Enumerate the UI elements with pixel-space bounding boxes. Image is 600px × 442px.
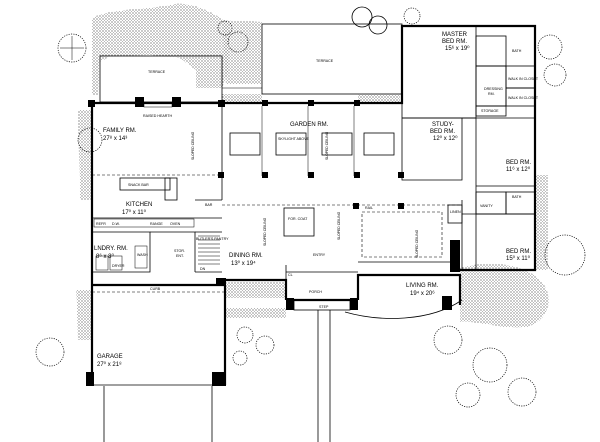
label-walk-in-closet-2: WALK IN CLOSET xyxy=(508,96,539,100)
label-bath-master: BATH xyxy=(512,49,522,53)
label-for-coat: FOR. COAT xyxy=(288,217,308,221)
label-cl: CL xyxy=(288,273,293,277)
note-sloped-living: SLOPED CEILING xyxy=(415,229,419,258)
label-garden-rm: GARDEN RM. xyxy=(290,122,329,128)
note-sloped-garden: SLOPED CEILING xyxy=(325,131,329,160)
label-oven: OVEN xyxy=(170,222,181,226)
sloped-ceiling-notes: SLOPED CEILING SLOPED CEILING SLOPED CEI… xyxy=(191,131,419,258)
label-living: LIVING RM. xyxy=(406,283,439,289)
label-raised-hearth: RAISED HEARTH xyxy=(143,114,172,118)
label-kitchen-size: 17⁰ x 11⁰ xyxy=(122,209,147,216)
label-family-size: 27⁸ x 14³ xyxy=(103,135,127,142)
label-dining-size: 13⁰ x 19⁴ xyxy=(231,260,256,267)
label-study: STUDY- xyxy=(432,122,454,128)
label-refr: REFR xyxy=(96,222,106,226)
label-entry: ENTRY xyxy=(313,253,326,257)
label-laundry-size: 8⁶ x 8⁰ xyxy=(96,253,114,260)
label-study-2: BED RM. xyxy=(430,129,455,135)
label-butlers-pantry: BUTLER'S PANTRY xyxy=(196,237,229,241)
label-terrace-right: TERRACE xyxy=(316,59,334,63)
label-bed3-size: 15⁰ x 11⁰ xyxy=(506,255,531,262)
room-labels: TERRACE TERRACE RAISED HEARTH FAMILY RM.… xyxy=(94,32,539,368)
label-stor: STOR. xyxy=(174,249,185,253)
label-rail: RAIL xyxy=(365,206,373,210)
label-dining: DINING RM. xyxy=(229,253,263,259)
interior-walls xyxy=(92,26,536,442)
label-wash: WASH xyxy=(137,253,148,257)
label-kitchen: KITCHEN xyxy=(126,202,152,208)
label-living-size: 19⁴ x 20⁶ xyxy=(410,290,435,297)
label-porch: PORCH xyxy=(309,290,322,294)
columns xyxy=(86,100,460,386)
label-dn: DN xyxy=(200,267,206,271)
label-skylight: SKYLIGHT ABOVE xyxy=(278,137,309,141)
stair-treads xyxy=(198,235,220,265)
label-snack-bar: SNACK BAR xyxy=(128,183,149,187)
label-dressing-2: RM. xyxy=(488,92,495,96)
label-master-size: 15⁶ x 19⁰ xyxy=(445,45,470,52)
label-study-size: 12⁰ x 12⁰ xyxy=(433,135,458,142)
label-bath2: BATH xyxy=(512,195,522,199)
label-bed2: BED RM. xyxy=(506,160,531,166)
label-garage: GARAGE xyxy=(97,354,123,360)
label-laundry: LNDRY. RM. xyxy=(94,246,128,252)
label-bed3: BED RM. xyxy=(506,249,531,255)
label-dressing: DRESSING xyxy=(484,87,503,91)
landscaping xyxy=(35,3,586,408)
label-step: STEP xyxy=(319,305,329,309)
label-linen: LINEN xyxy=(450,210,461,214)
label-dw: D.W. xyxy=(112,222,120,226)
label-master-2: BED RM. xyxy=(442,39,467,45)
note-sloped-entry: SLOPED CEILING xyxy=(337,211,341,240)
note-sloped-family: SLOPED CEILING xyxy=(191,131,195,160)
label-bed2-size: 11⁶ x 12⁰ xyxy=(506,166,531,173)
label-garage-size: 27⁰ x 21⁸ xyxy=(97,361,122,368)
note-sloped-dining: SLOPED CEILING xyxy=(263,217,267,246)
label-vanity: VANITY xyxy=(480,204,493,208)
label-dryer: DRYER xyxy=(112,264,125,268)
label-storage: STORAGE xyxy=(481,109,499,113)
label-bar: BAR xyxy=(205,203,213,207)
label-family-rm: FAMILY RM. xyxy=(103,128,137,134)
label-master: MASTER xyxy=(442,32,468,38)
label-curb: CURB xyxy=(150,287,161,291)
label-walk-in-closet-1: WALK IN CLOSET xyxy=(508,77,539,81)
exterior-walls xyxy=(90,24,537,386)
label-terrace-left: TERRACE xyxy=(148,70,166,74)
label-stor-ent: ENT. xyxy=(176,254,184,258)
label-range: RANGE xyxy=(150,222,163,226)
